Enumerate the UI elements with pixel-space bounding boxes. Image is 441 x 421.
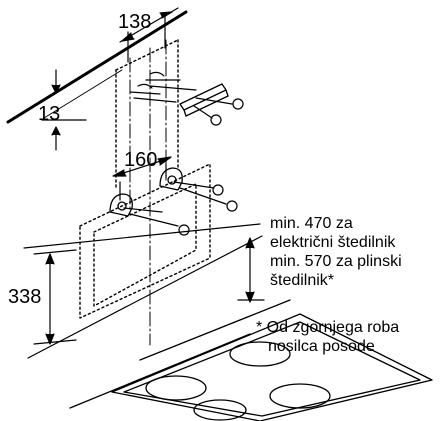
lower-mounting-outline <box>79 163 211 319</box>
hood-top-edge <box>23 223 261 249</box>
dimension-138-lines <box>119 7 179 63</box>
clearance-dimension-lines <box>237 237 265 303</box>
upper-screws <box>129 71 244 126</box>
ceiling-line <box>6 10 188 124</box>
dimension-13-arrows <box>41 69 87 151</box>
upper-bracket <box>179 83 229 117</box>
dimension-160-lines <box>112 156 172 201</box>
footnote-line-1: * Od zgornjega roba <box>256 319 400 336</box>
dimension-13-label: 13 <box>38 103 61 125</box>
footnote-line-2: nosilca posode <box>268 338 375 355</box>
dimension-160-label: 160 <box>124 149 158 171</box>
center-lines <box>129 39 167 346</box>
clearance-note-line-3: min. 570 za plinski <box>270 253 402 270</box>
lower-brackets <box>109 167 183 217</box>
hood-bottom-edge <box>27 235 263 359</box>
ceiling-offset-line <box>43 69 123 119</box>
dimension-338-label: 338 <box>8 286 42 308</box>
clearance-note-line-1: min. 470 za <box>270 215 353 232</box>
dimension-138-label: 138 <box>118 11 152 33</box>
cooktop <box>69 299 433 421</box>
upper-mounting-outline <box>115 39 179 191</box>
clearance-note-line-2: električni štedilnik <box>270 234 396 251</box>
dimension-338-lines <box>33 249 77 345</box>
lower-screws <box>123 181 238 236</box>
clearance-note-line-4: štedilnik* <box>270 272 335 289</box>
